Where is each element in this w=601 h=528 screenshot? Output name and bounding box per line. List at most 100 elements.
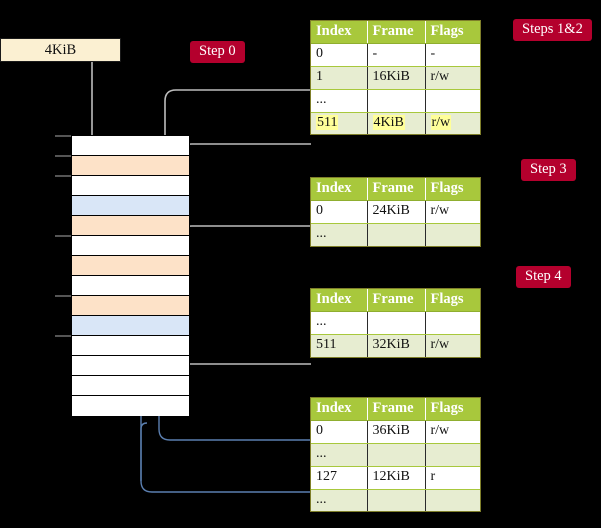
cell-index: ... <box>311 223 368 246</box>
table-row: ... <box>311 489 480 512</box>
cell-flags <box>425 489 480 512</box>
cell-frame: 4KiB <box>367 112 426 135</box>
memory-frame-free <box>72 396 189 416</box>
wire-steps-1-2-b <box>179 140 311 156</box>
cell-index: 127 <box>311 466 368 490</box>
col-header-flags: Flags <box>425 178 480 202</box>
cell-frame: - <box>367 43 426 67</box>
cell-index: 0 <box>311 200 368 224</box>
memory-frame-page-table <box>72 156 189 176</box>
cell-index: 511 <box>311 112 368 135</box>
table-header-row: Index Frame Flags <box>311 398 480 422</box>
badge-step-0: Step 0 <box>190 41 245 63</box>
badge-step-3: Step 3 <box>521 159 576 181</box>
memory-frame-free <box>72 176 189 196</box>
memory-tick <box>55 155 71 157</box>
col-header-index: Index <box>311 398 368 422</box>
table-row: 0-- <box>311 43 480 67</box>
col-header-frame: Frame <box>367 289 426 313</box>
cell-flags: r/w <box>425 112 480 135</box>
cell-flags <box>425 223 480 246</box>
table-header-row: Index Frame Flags <box>311 289 480 313</box>
highlight-span: 511 <box>316 114 339 130</box>
col-header-frame: Frame <box>367 398 426 422</box>
table-header-row: Index Frame Flags <box>311 178 480 202</box>
physical-memory-column <box>71 135 190 416</box>
memory-frame-free <box>72 336 189 356</box>
memory-frame-free <box>72 376 189 396</box>
cell-frame: 16KiB <box>367 66 426 90</box>
cell-index: 1 <box>311 66 368 90</box>
cell-frame: 12KiB <box>367 466 426 490</box>
table-row: ... <box>311 443 480 467</box>
col-header-flags: Flags <box>425 398 480 422</box>
wire-step3 <box>180 225 311 262</box>
memory-frame-page-table <box>72 216 189 236</box>
cell-frame <box>367 311 426 335</box>
cell-flags: r/w <box>425 334 480 357</box>
virtual-address-box: 4KiB <box>0 38 121 62</box>
cell-flags <box>425 443 480 467</box>
cell-index: 511 <box>311 334 368 357</box>
memory-frame-free <box>72 236 189 256</box>
memory-frame-page-table <box>72 256 189 276</box>
memory-frame-free <box>72 356 189 376</box>
cell-frame <box>367 489 426 512</box>
cell-frame: 24KiB <box>367 200 426 224</box>
col-header-flags: Flags <box>425 21 480 45</box>
cell-flags: r/w <box>425 200 480 224</box>
cell-index: ... <box>311 311 368 335</box>
memory-tick <box>55 175 71 177</box>
cell-index: ... <box>311 443 368 467</box>
table-row: 511 4KiB r/w <box>311 112 480 135</box>
cell-flags: r/w <box>425 420 480 444</box>
cell-frame: 36KiB <box>367 420 426 444</box>
memory-tick <box>55 295 71 297</box>
table-row: ... <box>311 311 480 335</box>
cell-frame <box>367 89 426 113</box>
col-header-index: Index <box>311 21 368 45</box>
col-header-index: Index <box>311 178 368 202</box>
badge-step-4: Step 4 <box>516 266 571 288</box>
cell-flags: r/w <box>425 66 480 90</box>
memory-frame-free <box>72 136 189 156</box>
cell-flags: - <box>425 43 480 67</box>
memory-tick <box>55 335 71 337</box>
col-header-index: Index <box>311 289 368 313</box>
cell-index: 0 <box>311 43 368 67</box>
memory-frame-page-table <box>72 296 189 316</box>
cell-index: ... <box>311 89 368 113</box>
memory-frame-free <box>72 276 189 296</box>
memory-tick <box>55 135 71 137</box>
memory-frame-data <box>72 316 189 336</box>
cell-frame <box>367 223 426 246</box>
cell-index: 0 <box>311 420 368 444</box>
highlight-span: 4KiB <box>372 114 405 130</box>
cell-frame: 32KiB <box>367 334 426 357</box>
memory-tick <box>55 235 71 237</box>
cell-flags <box>425 311 480 335</box>
col-header-frame: Frame <box>367 21 426 45</box>
badge-steps-1-2: Steps 1&2 <box>513 19 592 41</box>
highlight-span: r/w <box>430 114 452 130</box>
col-header-flags: Flags <box>425 289 480 313</box>
cell-index: ... <box>311 489 368 512</box>
table-row: ... <box>311 223 480 246</box>
